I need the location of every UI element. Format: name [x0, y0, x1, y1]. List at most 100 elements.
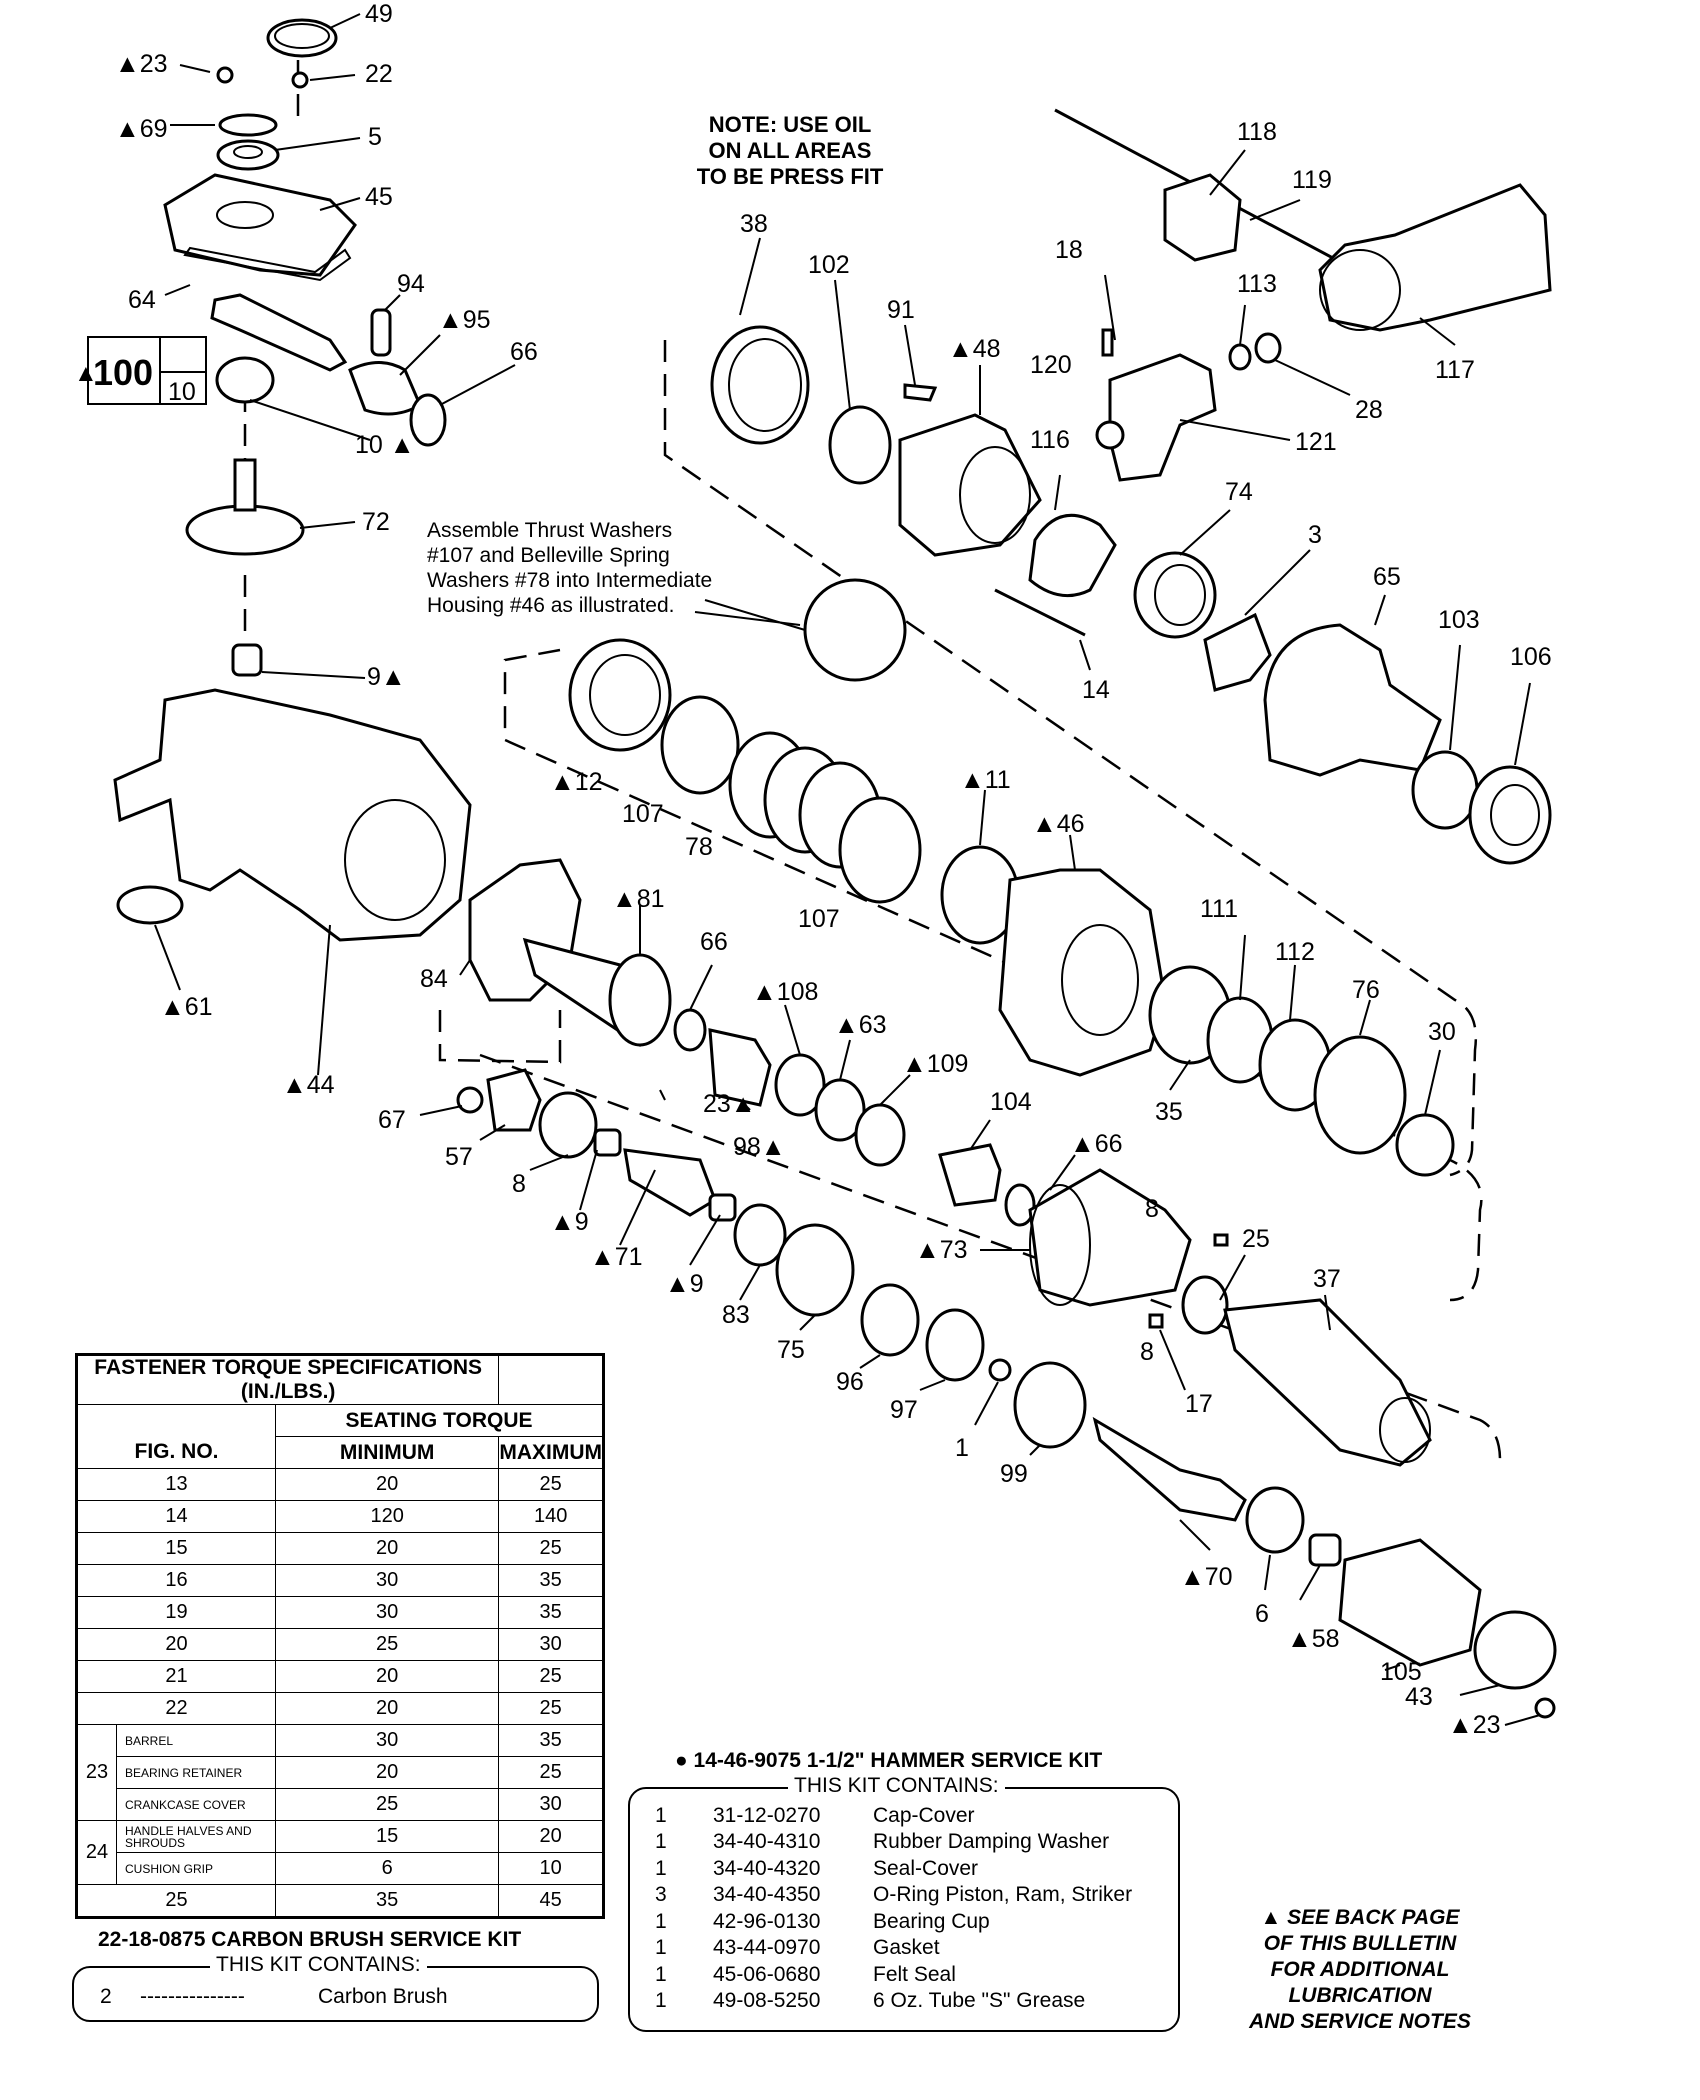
bearing-9-top [231, 643, 263, 677]
bearing-retainer-43 [1473, 1610, 1557, 1690]
bearing-5 [216, 139, 280, 171]
bearing-6 [1245, 1486, 1305, 1554]
callout: 35 [1155, 1098, 1183, 1126]
callout: 120 [1030, 351, 1072, 379]
callout: ▲9 [665, 1270, 704, 1298]
callout: 1 [955, 1434, 969, 1462]
callout: 112 [1275, 938, 1315, 966]
o-ring-66-c [1004, 1183, 1036, 1227]
o-ring-66-top [409, 393, 447, 447]
assembly-outline-middle [503, 648, 1483, 1302]
spindle-gear-73 [1029, 1184, 1091, 1306]
washer-66-b [854, 1103, 906, 1167]
snap-ring-30 [1395, 1113, 1455, 1177]
kit-box-100 [87, 336, 207, 405]
pin-18 [1101, 328, 1114, 357]
motor-housing-105 [1338, 1538, 1482, 1667]
housing-46-bore [1061, 924, 1139, 1036]
bearing-5-inner [233, 145, 263, 159]
connecting-rod-100 [210, 293, 348, 372]
cap-106-inner [1490, 784, 1540, 846]
ball-guide-3 [1203, 612, 1272, 692]
ball-8-a [1213, 1233, 1229, 1247]
callout: 64 [128, 286, 156, 314]
callout: 65 [1373, 563, 1401, 591]
gear-57 [486, 1068, 542, 1132]
spindle-71 [623, 1148, 717, 1217]
callout: 111 [1200, 895, 1238, 923]
callout: ▲11 [960, 766, 1011, 794]
nose-cap-65 [1263, 623, 1442, 777]
callout: 119 [1292, 166, 1332, 194]
callout: 107 [622, 800, 664, 828]
barrel-48-bore [959, 446, 1031, 544]
piston-95 [348, 361, 422, 416]
armature-70 [1092, 1416, 1247, 1522]
callout: 66 [510, 338, 538, 366]
clip-102 [828, 405, 892, 485]
callout: ▲48 [948, 335, 1001, 363]
cap-49-inner [274, 23, 330, 49]
callout: 66 [700, 928, 728, 956]
callout: 3 [1308, 521, 1322, 549]
callout: ▲108 [752, 978, 818, 1006]
callout: 14 [1082, 676, 1110, 704]
handle-clamp-118 [1163, 173, 1242, 262]
spring-75 [775, 1223, 855, 1317]
intermediate-housing-46 [998, 868, 1167, 1077]
callout: 113 [1237, 270, 1277, 298]
washer-28 [1254, 332, 1282, 364]
washer-107-b [838, 796, 922, 904]
gasket-64 [183, 246, 352, 282]
callout: 76 [1352, 976, 1380, 1004]
assembly-note-line-3: Washers #78 into Intermediate [427, 569, 712, 592]
callout: 57 [445, 1143, 473, 1171]
callout: 22 [365, 60, 393, 88]
ball-8-b [1148, 1313, 1164, 1329]
gear-housing-bore [344, 799, 446, 921]
detail-callout-circle [803, 578, 907, 682]
gear-72 [185, 504, 305, 556]
back-note-line: LUBRICATION [1288, 1984, 1432, 2007]
brush-kit-contains: THIS KIT CONTAINS: [210, 1953, 427, 1977]
cap-49 [266, 18, 338, 58]
pin-94 [370, 308, 392, 357]
callout: ▲12 [550, 768, 603, 796]
callout: 118 [1237, 118, 1277, 146]
callout: 74 [1225, 478, 1253, 506]
callout: ▲61 [160, 993, 213, 1021]
clamp-121 [1108, 353, 1217, 482]
screw-23-top [216, 66, 234, 84]
back-note-line: ▲ SEE BACK PAGE [1260, 1906, 1460, 1929]
oil-note-line-1: NOTE: USE OIL [709, 112, 872, 137]
band-116 [1028, 513, 1117, 598]
callout: 10 ▲ [355, 431, 415, 459]
callout: 45 [365, 183, 393, 211]
callout: ▲70 [1180, 1563, 1233, 1591]
callout: 23▲ [703, 1090, 756, 1118]
callout: ▲95 [438, 306, 491, 334]
callout: 105 [1380, 1658, 1422, 1686]
kit-box-100-main: 100 [93, 352, 153, 393]
callout: 96 [836, 1368, 864, 1396]
hammer-kit-contains: THIS KIT CONTAINS: [788, 1774, 1005, 1798]
back-page-note: ▲ SEE BACK PAGE OF THIS BULLETIN FOR ADD… [1230, 1905, 1490, 2035]
sleeve-74-bore [1154, 564, 1206, 626]
callout: 25 [1242, 1225, 1270, 1253]
callout: 78 [685, 833, 713, 861]
callout: 121 [1295, 428, 1337, 456]
callout: ▲44 [282, 1071, 335, 1099]
bearing-12-inner [589, 654, 661, 736]
callout: 97 [890, 1396, 918, 1424]
assembly-note-line-4: Housing #46 as illustrated. [427, 594, 674, 617]
callout: ▲9 [550, 1208, 589, 1236]
side-handle-117-cup [1319, 249, 1401, 331]
washer-67 [456, 1086, 484, 1114]
callout: 9▲ [367, 663, 406, 691]
callout: 18 [1055, 236, 1083, 264]
